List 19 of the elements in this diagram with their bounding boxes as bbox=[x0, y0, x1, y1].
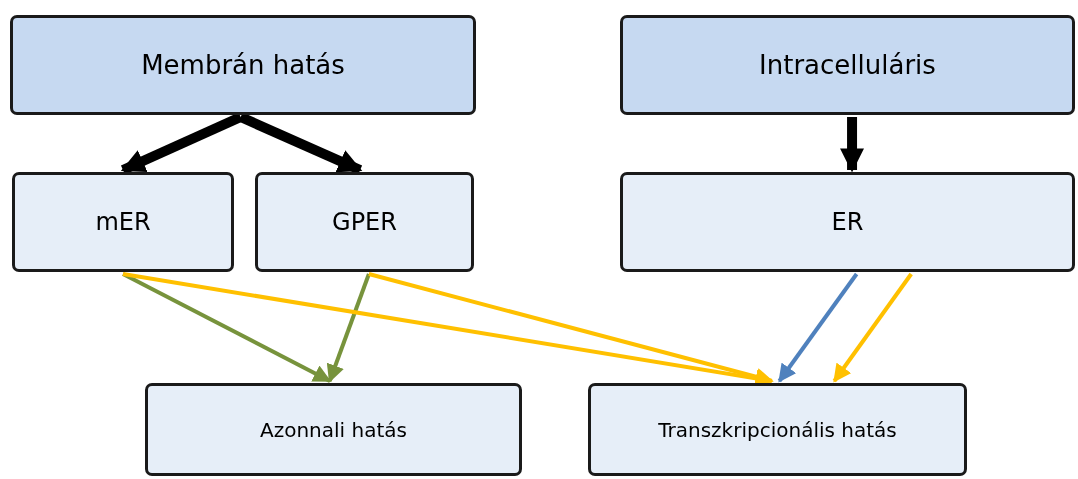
process-box bbox=[588, 383, 967, 476]
process-box bbox=[255, 172, 474, 272]
arrow bbox=[777, 272, 859, 383]
node-label: Intracelluláris bbox=[759, 50, 936, 80]
node-label: GPER bbox=[332, 208, 397, 236]
node-label: Transzkripcionális hatás bbox=[658, 417, 897, 442]
node-label: Membrán hatás bbox=[141, 50, 345, 80]
node-label: Azonnali hatás bbox=[260, 417, 407, 442]
node-label: mER bbox=[95, 208, 151, 236]
arrow bbox=[832, 272, 913, 383]
arrow bbox=[122, 272, 332, 383]
node-label: ER bbox=[831, 208, 864, 236]
process-box bbox=[620, 15, 1075, 115]
arrow bbox=[840, 117, 865, 173]
process-box bbox=[12, 172, 234, 272]
process-box bbox=[10, 15, 476, 115]
process-box bbox=[145, 383, 522, 476]
process-box bbox=[620, 172, 1075, 272]
arrow bbox=[326, 273, 371, 383]
